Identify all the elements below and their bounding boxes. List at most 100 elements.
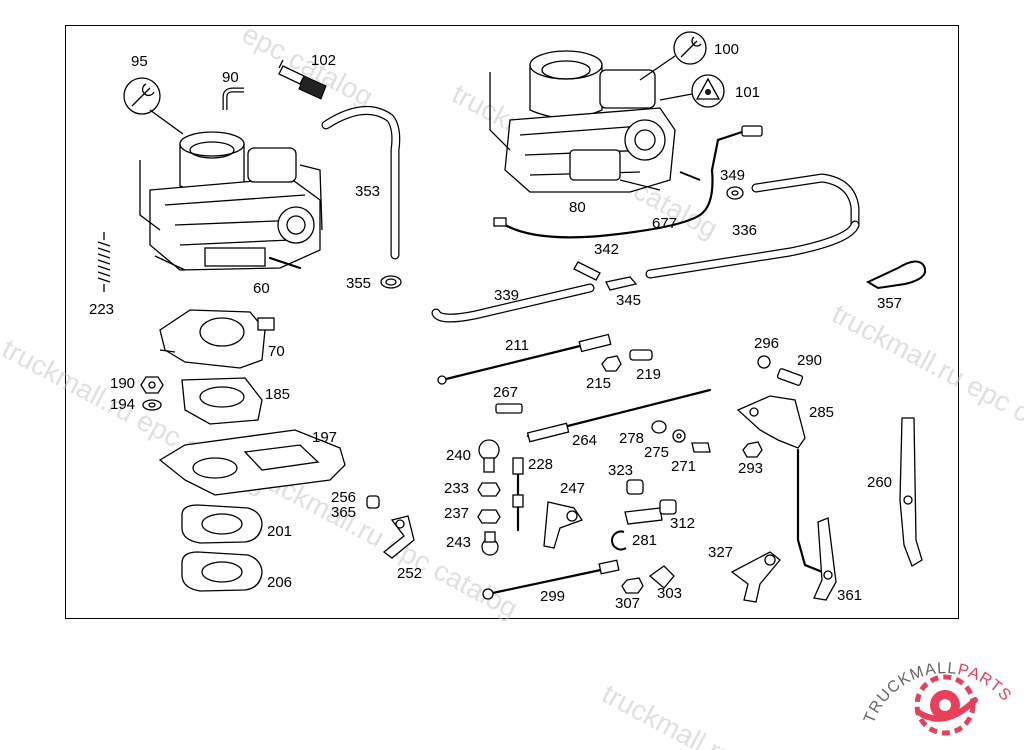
clip-281[interactable] [611, 530, 627, 551]
part-number: 206 [267, 574, 292, 591]
part-number: 357 [877, 295, 902, 312]
wrench-symbol-icon [639, 31, 707, 81]
cap-303[interactable] [648, 565, 675, 589]
linkage-361[interactable] [796, 448, 837, 601]
part-number: 365 [331, 504, 356, 521]
bolt-267[interactable] [495, 403, 523, 414]
gasket-201[interactable] [181, 504, 263, 544]
rod-228[interactable] [512, 457, 524, 532]
wire-harness-677[interactable] [493, 125, 763, 239]
logo-text-accent: PARTS [956, 661, 1015, 705]
hose-336[interactable] [645, 173, 860, 279]
part-number: 240 [446, 447, 471, 464]
washer-275[interactable] [672, 429, 686, 443]
lever-247[interactable] [543, 501, 583, 549]
part-number: 256 [331, 489, 356, 506]
bracket-285[interactable] [736, 395, 806, 449]
carburetor-left[interactable] [139, 131, 323, 271]
part-number: 252 [397, 565, 422, 582]
part-number: 345 [616, 292, 641, 309]
part-number: 197 [312, 429, 337, 446]
part-number: 336 [732, 222, 757, 239]
bolt-290[interactable] [776, 368, 804, 386]
part-number: 677 [652, 215, 677, 232]
heat-shield-197[interactable] [158, 429, 346, 496]
cable-264[interactable] [526, 388, 712, 443]
part-number: 102 [311, 52, 336, 69]
part-number: 349 [720, 167, 745, 184]
cable-tie-357[interactable] [865, 260, 927, 290]
washer-296[interactable] [757, 355, 771, 369]
part-number: 299 [540, 588, 565, 605]
nut-293[interactable] [742, 441, 763, 458]
part-number: 243 [446, 534, 471, 551]
part-number: 327 [708, 544, 733, 561]
part-number: 90 [222, 69, 239, 86]
part-number: 285 [809, 404, 834, 421]
nut-215[interactable] [601, 355, 622, 372]
part-number: 323 [608, 462, 633, 479]
arm-260[interactable] [899, 417, 923, 567]
pin-271[interactable] [691, 442, 711, 453]
ball-socket-243[interactable] [481, 531, 499, 556]
spacer-185[interactable] [181, 377, 263, 425]
carburetor-right[interactable] [489, 50, 676, 193]
spring-223[interactable] [97, 232, 111, 292]
part-number: 260 [867, 474, 892, 491]
part-number: 307 [615, 595, 640, 612]
part-number: 80 [569, 199, 586, 216]
part-number: 185 [265, 386, 290, 403]
ball-joint-219[interactable] [629, 349, 653, 361]
part-number: 281 [632, 532, 657, 549]
part-number: 355 [346, 275, 371, 292]
hose-353[interactable] [321, 105, 401, 260]
rod-211[interactable] [437, 333, 612, 385]
valve-102[interactable] [278, 59, 327, 100]
fitting-342[interactable] [573, 261, 601, 281]
part-number: 219 [636, 366, 661, 383]
elbow-fitting-90[interactable] [222, 87, 244, 110]
bushing-256[interactable] [366, 495, 380, 509]
bushing-323[interactable] [626, 479, 644, 495]
nut-233[interactable] [477, 482, 501, 497]
part-number: 271 [671, 458, 696, 475]
part-number: 275 [644, 444, 669, 461]
nut-237[interactable] [477, 509, 501, 524]
pin-312[interactable] [624, 499, 677, 525]
part-number: 100 [714, 41, 739, 58]
washer-349[interactable] [726, 186, 744, 200]
part-number: 267 [493, 384, 518, 401]
part-number: 201 [267, 523, 292, 540]
part-number: 60 [253, 280, 270, 297]
watermark-text: truckmall.ru epc catalog [827, 298, 1024, 464]
rod-299[interactable] [482, 559, 620, 600]
hose-339[interactable] [431, 283, 595, 323]
part-number: 303 [657, 585, 682, 602]
nut-190[interactable] [140, 376, 164, 394]
part-number: 361 [837, 587, 862, 604]
diagram-frame [65, 25, 959, 619]
part-labels: 95 90 102 353 355 60 223 70 190 194 185 … [89, 41, 902, 612]
part-number: 101 [735, 84, 760, 101]
gasket-206[interactable] [181, 551, 263, 592]
part-number: 264 [572, 432, 597, 449]
washer-194[interactable] [142, 399, 162, 411]
part-number: 237 [444, 505, 469, 522]
fitting-345[interactable] [605, 276, 638, 291]
watermark-text: epc catalog [237, 18, 378, 113]
bushing-278[interactable] [651, 420, 667, 434]
part-number: 211 [505, 337, 529, 354]
nut-307[interactable] [621, 577, 644, 594]
part-number: 223 [89, 301, 114, 318]
lever-327[interactable] [730, 551, 781, 603]
part-number: 293 [738, 460, 763, 477]
part-number: 70 [268, 343, 285, 360]
lever-252[interactable] [382, 515, 415, 559]
clamp-355[interactable] [380, 275, 402, 289]
part-number: 290 [797, 352, 822, 369]
throttle-body-70[interactable] [159, 309, 275, 369]
part-number: 339 [494, 287, 519, 304]
ball-stud-240[interactable] [478, 439, 500, 473]
part-number: 95 [131, 53, 148, 70]
